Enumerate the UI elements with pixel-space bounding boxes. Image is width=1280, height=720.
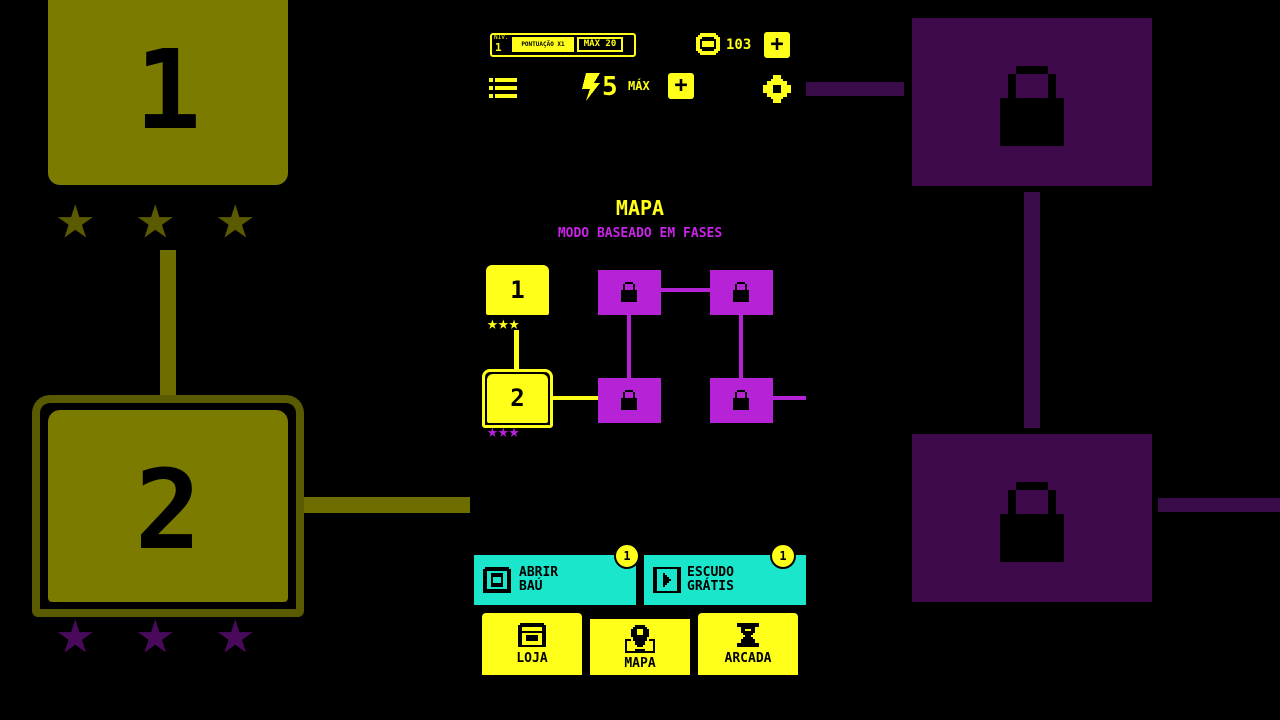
coin-icon xyxy=(696,33,720,55)
energy-count: 5 xyxy=(602,72,618,102)
lock-icon xyxy=(733,282,749,302)
locked-level-node[interactable] xyxy=(710,378,773,423)
menu-list-icon[interactable] xyxy=(489,78,517,98)
bg-level-node-1 xyxy=(48,0,288,185)
background-right-blur xyxy=(806,0,1280,720)
level-tag: NIV. xyxy=(494,34,509,41)
energy-bolt-icon xyxy=(582,73,600,101)
add-coins-button[interactable]: + xyxy=(764,32,790,58)
settings-gear-icon[interactable] xyxy=(763,75,791,103)
free-shield-label-line1: ESCUDO xyxy=(687,565,734,580)
level-node-2-frame xyxy=(482,369,553,428)
bg-path-line xyxy=(1024,192,1040,428)
bg-level-node-1-label: 1 xyxy=(134,26,202,154)
bg-star: ★ xyxy=(136,595,175,669)
bg-level-node-2-label: 2 xyxy=(134,446,202,574)
level-1-stars: ★★★ xyxy=(487,313,520,334)
add-energy-button[interactable]: + xyxy=(668,73,694,99)
background-left-blur: 1 ★ ★ ★ 2 ★ ★ ★ xyxy=(0,0,470,720)
locked-level-node[interactable] xyxy=(710,270,773,315)
free-shield-label-line2: GRÁTIS xyxy=(687,579,734,594)
free-shield-badge: 1 xyxy=(770,543,796,569)
page-subtitle: MODO BASEADO EM FASES xyxy=(557,226,723,241)
bg-star: ★ xyxy=(56,595,95,669)
nav-map-label: MAPA xyxy=(624,656,656,671)
map-pin-icon xyxy=(625,625,655,653)
nav-arcade-button[interactable]: ARCADA xyxy=(698,613,798,675)
lock-icon xyxy=(733,390,749,410)
level-node-2[interactable]: 2 xyxy=(487,374,548,423)
score-multiplier: PONTUAÇÃO X1 xyxy=(512,37,574,52)
locked-level-node[interactable] xyxy=(598,378,661,423)
lock-icon xyxy=(1000,482,1064,562)
bg-path-line xyxy=(1158,498,1280,512)
level-score-panel xyxy=(490,33,636,57)
lock-icon xyxy=(621,282,637,302)
map-path-line xyxy=(514,330,519,372)
level-node-1[interactable]: 1 xyxy=(486,265,549,315)
bg-level-node-2-frame xyxy=(32,395,304,617)
map-path-line xyxy=(552,396,598,400)
lock-icon xyxy=(1000,66,1064,146)
energy-max-label: MÁX xyxy=(628,79,650,93)
open-chest-label-line1: ABRIR xyxy=(519,565,559,580)
level-2-stars: ★★★ xyxy=(487,421,520,442)
bg-star: ★ xyxy=(136,180,175,254)
bg-star: ★ xyxy=(56,180,95,254)
map-path-line xyxy=(661,288,711,292)
bg-path-line xyxy=(160,250,176,395)
shop-icon xyxy=(518,623,546,647)
max-score: MAX 20 xyxy=(577,37,623,52)
open-chest-badge: 1 xyxy=(614,543,640,569)
nav-arcade-label: ARCADA xyxy=(724,651,772,666)
nav-map-button[interactable]: MAPA xyxy=(590,619,690,675)
page-title: MAPA xyxy=(615,196,665,220)
locked-level-node[interactable] xyxy=(598,270,661,315)
coin-count: 103 xyxy=(726,37,752,53)
bg-star: ★ xyxy=(216,180,255,254)
map-path-line xyxy=(627,315,631,378)
open-chest-label-line2: BAÚ xyxy=(519,579,543,594)
level-number: 1 xyxy=(495,41,502,54)
nav-shop-label: LOJA xyxy=(516,651,548,666)
plus-icon: + xyxy=(674,73,688,98)
bg-path-line xyxy=(806,82,904,96)
open-chest-button[interactable]: ABRIR BAÚ xyxy=(474,555,636,605)
bg-path-line xyxy=(304,497,470,513)
plus-icon: + xyxy=(770,32,784,57)
bg-star: ★ xyxy=(216,595,255,669)
lock-icon xyxy=(621,390,637,410)
nav-shop-button[interactable]: LOJA xyxy=(482,613,582,675)
bg-level-node-2 xyxy=(48,410,288,602)
level-node-label: 2 xyxy=(510,384,525,412)
level-node-label: 1 xyxy=(510,276,525,304)
bg-locked-node xyxy=(912,18,1152,186)
chest-icon xyxy=(483,567,511,593)
map-path-line xyxy=(773,396,806,400)
video-icon xyxy=(653,567,681,593)
map-path-line xyxy=(739,315,743,378)
arcade-icon xyxy=(737,623,759,647)
bg-locked-node xyxy=(912,434,1152,602)
